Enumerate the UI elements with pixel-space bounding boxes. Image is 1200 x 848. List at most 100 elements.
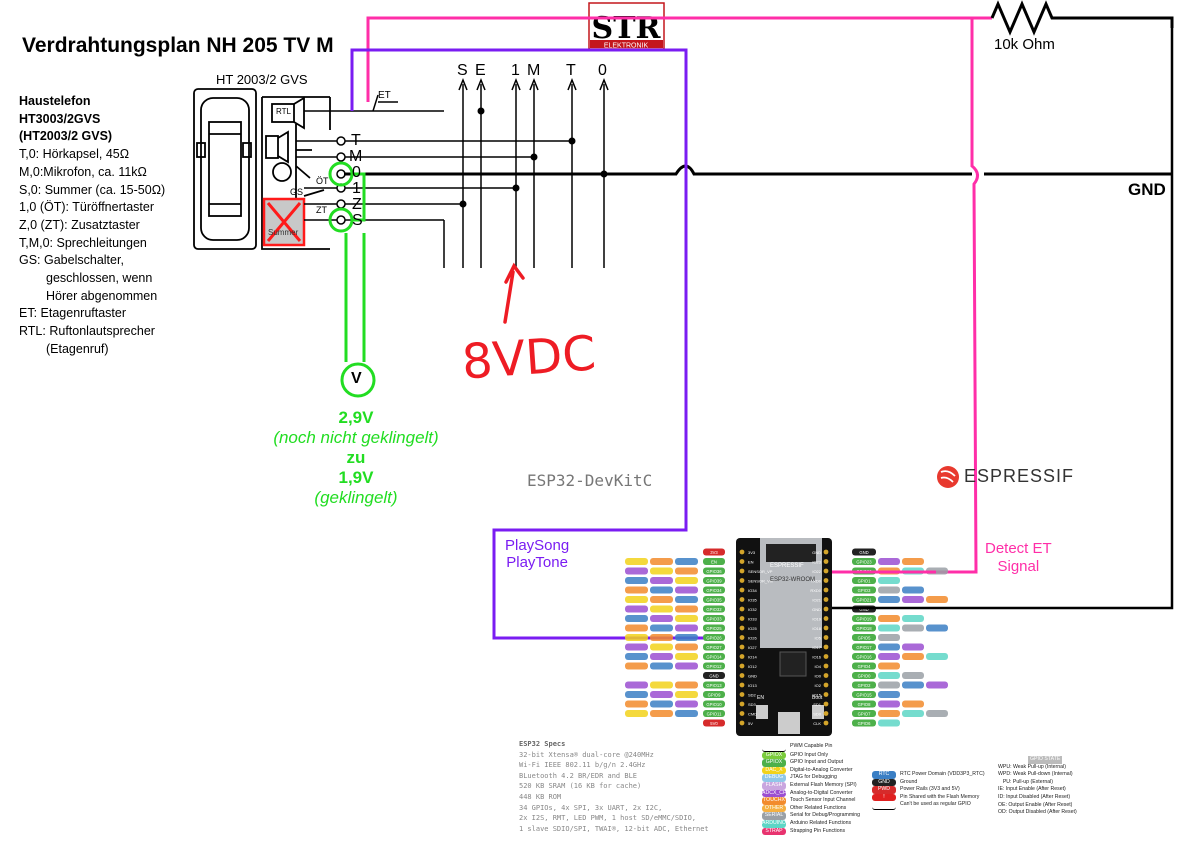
gpio-label-right: GND <box>859 550 868 555</box>
gpio-label-right: GPIO6 <box>858 721 871 726</box>
function-tag-right <box>878 577 900 584</box>
voltmeter-wiring <box>328 161 376 398</box>
ot-label: ÖT <box>316 176 329 186</box>
bus-label-e: E <box>475 62 486 79</box>
function-tag-left <box>675 681 698 689</box>
pin-legend-row-text: External Flash Memory (SPI) <box>790 781 857 788</box>
pin-name-right: IO0 <box>815 674 822 679</box>
terminal-s: S <box>352 212 363 229</box>
legend-heading-1: Haustelefon <box>19 94 91 108</box>
power-legend-row-text: Ground <box>900 778 918 785</box>
power-legend-row: Can't be used as regular GPIO <box>872 801 985 810</box>
function-tag-right <box>878 672 900 679</box>
state-line: WPU: Weak Pull-up (Internal) <box>998 763 1066 770</box>
state-legend-title: GPIO STATE <box>1028 756 1063 764</box>
function-tag-left <box>650 662 673 670</box>
gpio-label-right: GPIO0 <box>858 674 871 679</box>
gpio-tag-left <box>703 548 725 556</box>
gpio-label-left: GPIO27 <box>706 645 722 650</box>
gpio-label-left: GPIO32 <box>706 607 722 612</box>
gpio-tag-left <box>703 643 725 651</box>
gpio-tag-left <box>703 681 725 689</box>
signal-text: Signal <box>997 558 1040 575</box>
function-tag-right <box>878 643 900 651</box>
function-tag-right <box>878 662 900 670</box>
function-tag-right <box>902 586 924 594</box>
pin-headers: 3V3ENSENSOR_VPSENSOR_VNIO34IO35IO32IO33I… <box>739 549 829 726</box>
esp-title: ESP32-DevKitC <box>527 471 653 490</box>
gpio-label-right: GPIO3 <box>858 588 871 593</box>
function-tag-right <box>902 596 924 603</box>
function-tag-right <box>878 719 900 727</box>
gpio-label-right: GPIO19 <box>856 617 872 622</box>
function-tag-left <box>650 691 673 698</box>
pin-dot-left <box>739 549 745 555</box>
terminal-m: M <box>349 148 363 165</box>
bus-lines <box>458 77 609 268</box>
function-tag-right <box>902 615 924 622</box>
rtl-label: RTL <box>276 107 291 116</box>
pin-name-left: IO27 <box>748 645 757 650</box>
legend-line: (Etagenruf) <box>46 341 109 356</box>
power-legend-row-text: Can't be used as regular GPIO <box>900 801 971 808</box>
et-label: ET <box>378 90 391 101</box>
gnd-return <box>936 28 1174 610</box>
pin-name-left: IO34 <box>748 588 757 593</box>
function-tag-left <box>675 691 698 698</box>
function-tag-left <box>625 691 648 698</box>
state-line: PU: Pull-up (External) <box>1002 778 1053 785</box>
gpio-tag-left <box>703 567 725 575</box>
function-tag-right <box>926 653 948 660</box>
legend-heading-3: (HT2003/2 GVS) <box>19 129 113 144</box>
function-tag-right <box>926 596 948 603</box>
pin-dot-right <box>823 711 829 716</box>
power-legend-row-tag: PWD <box>872 786 896 794</box>
handwritten-arrow <box>503 262 525 324</box>
pin-legend-row-tag: FLASH <box>762 781 786 790</box>
gpio-label-right: GPIO1 <box>858 579 871 584</box>
gpio-tag-right <box>852 719 876 727</box>
function-tag-right <box>878 624 900 632</box>
function-tag-right <box>902 672 924 679</box>
bus-label-0: 0 <box>598 62 607 79</box>
voltmeter-label: V <box>351 370 362 387</box>
gpio-tag-left <box>703 596 725 603</box>
terminal-leads <box>296 94 572 268</box>
gpio-tag-left <box>703 691 725 698</box>
voltage-before: 2,9V <box>338 408 374 427</box>
gpio-label-left: GPIO12 <box>706 664 722 669</box>
function-tag-left <box>650 624 673 632</box>
pin-name-right: IO21 <box>812 598 821 603</box>
gpio-state-legend: GPIO STATE WPU: Weak Pull-up (Internal) … <box>998 756 1077 817</box>
function-tag-left <box>650 577 673 584</box>
function-tag-right <box>926 710 948 717</box>
legend-line: Hörer abgenommen <box>46 288 158 303</box>
gpio-tag-right <box>852 586 876 594</box>
pin-name-right: IO22 <box>812 569 821 574</box>
gpio-label-left: GPIO26 <box>706 636 722 641</box>
function-tag-left <box>675 624 698 632</box>
function-tag-left <box>625 634 648 641</box>
module-model: ESP32-WROOM <box>770 577 816 583</box>
legend-line: geschlossen, wenn <box>46 271 153 286</box>
function-tag-left <box>625 596 648 603</box>
legend-line: GS: Gabelschalter, <box>19 253 124 268</box>
pin-name-left: IO33 <box>748 617 757 622</box>
playtone-text: PlayTone <box>506 554 568 571</box>
gpio-tag-left <box>703 653 725 660</box>
gpio-label-left: GPIO13 <box>706 683 722 688</box>
gpio-tag-right <box>852 643 876 651</box>
pin-legend-row-tag: DAC_X <box>762 766 786 775</box>
power-legend-row-tag: ! <box>872 793 896 802</box>
gpio-label-right: GPIO4 <box>858 664 871 669</box>
gpio-label-left: GPIO35 <box>706 598 722 603</box>
gpio-tag-right <box>852 681 876 689</box>
pin-dot-right <box>823 587 829 593</box>
